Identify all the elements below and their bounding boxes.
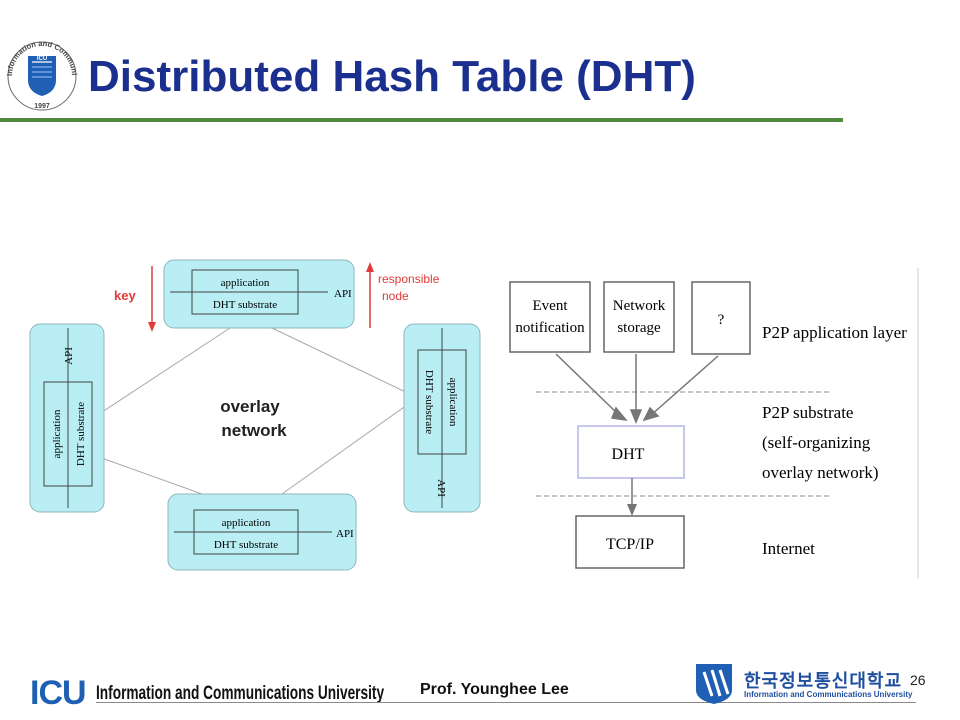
arrows-to-dht [555,353,719,424]
icu-logo: ICU [30,674,87,712]
node-bottom-api-label: API [336,528,354,540]
footer-korean-name: 한국정보통신대학교 [744,671,903,692]
page-number: 26 [910,672,926,688]
box-event-notification: Event notification [509,281,591,353]
node-top-dht-label: DHT substrate [213,299,277,311]
node-bottom-dht-label: DHT substrate [214,539,278,551]
university-seal: Information and Communications Universit… [4,36,79,111]
layer-label-substrate-3: overlay network) [762,463,879,482]
arrow-dht-to-tcpip [627,478,637,516]
node-bottom-app-label: application [222,517,271,529]
responsible-label-line1: responsible [378,272,440,286]
layer-label-substrate-2: (self-organizing [762,433,871,452]
box-dht: DHT [577,425,685,479]
footer-rule [96,702,916,703]
svg-text:TCP/IP: TCP/IP [606,536,654,553]
layer-label-internet: Internet [762,539,815,558]
overlay-label-line1: overlay [220,397,280,416]
footer-university-name: Information and Communications Universit… [96,683,385,704]
node-left-api-label: API [63,347,75,365]
node-left: application DHT substrate API [29,323,105,513]
node-left-dht-label: DHT substrate [75,402,87,466]
slide-title: Distributed Hash Table (DHT) [88,52,696,101]
layer-label-substrate-1: P2P substrate [762,403,853,422]
node-bottom: application DHT substrate API [167,493,357,571]
p2p-layer-diagram: Event notification Network storage ? P2P… [500,268,920,578]
svg-text:notification: notification [515,320,585,336]
seal-year: 1997 [34,103,50,110]
box-unknown: ? [691,281,751,355]
node-right-api-label: API [435,479,447,497]
key-label: key [114,288,136,303]
footer-professor: Prof. Younghee Lee [420,681,569,698]
korean-university-logo [696,664,732,704]
node-right: DHT substrate application API [403,323,481,513]
svg-text:Network: Network [613,298,666,314]
key-arrow [148,266,156,332]
responsible-label-line2: node [382,289,409,303]
responsible-arrow [366,262,374,328]
svg-text:?: ? [718,312,725,328]
box-network-storage: Network storage [603,281,675,353]
node-top-app-label: application [221,277,270,289]
layer-label-application: P2P application layer [762,323,907,342]
seal-inner-text: ICU [37,56,47,62]
footer-korean-subtitle: Information and Communications Universit… [744,690,913,699]
overlay-label-line2: network [221,421,287,440]
svg-text:Event: Event [533,298,569,314]
overlay-network-diagram: application DHT substrate API applicatio… [18,238,488,582]
svg-text:DHT: DHT [612,446,645,463]
box-tcpip: TCP/IP [575,515,685,569]
title-underline [0,118,843,122]
svg-text:storage: storage [617,320,661,336]
node-right-app-label: application [447,378,459,427]
node-top: application DHT substrate API [163,259,355,329]
node-top-api-label: API [334,288,352,300]
node-right-dht-label: DHT substrate [423,370,435,434]
node-left-app-label: application [51,409,63,458]
